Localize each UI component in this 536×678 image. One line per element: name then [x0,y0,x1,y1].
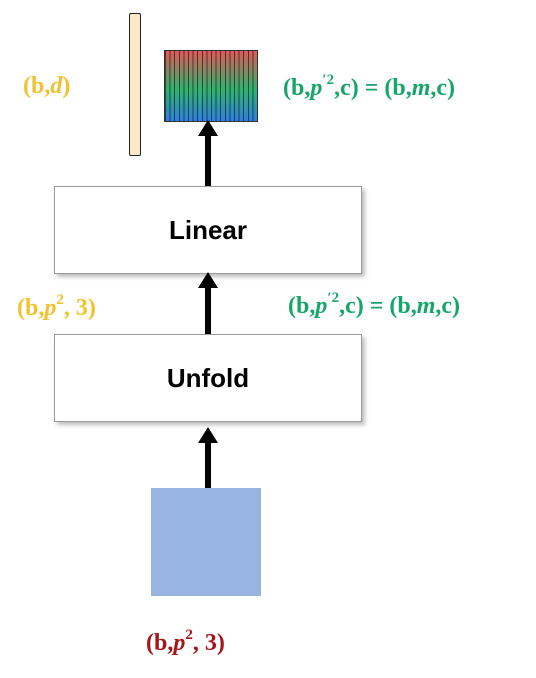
unfold-layer-label: Unfold [166,362,250,393]
input-shape-label: (b,p2, 3) [146,627,225,656]
input-image-patch [151,488,261,596]
linear-layer-box: Linear [54,186,362,274]
linear-output-shape-label: (b,p′2,c) = (b,m,c) [288,290,461,319]
arrow-up-icon [198,427,218,488]
arrow-up-icon [198,120,218,186]
output-shape-label: (b,p′2,c) = (b,m,c) [283,72,456,101]
token-shape-label: (b,d) [23,73,71,99]
arrow-up-icon [198,272,218,334]
token-vector-bar [129,13,141,156]
linear-layer-label: Linear [168,214,248,245]
unfold-layer-box: Unfold [54,334,362,422]
unfold-output-shape-label: (b,p2, 3) [17,292,96,321]
feature-map-stripes [165,51,257,121]
feature-map-block [164,50,258,122]
